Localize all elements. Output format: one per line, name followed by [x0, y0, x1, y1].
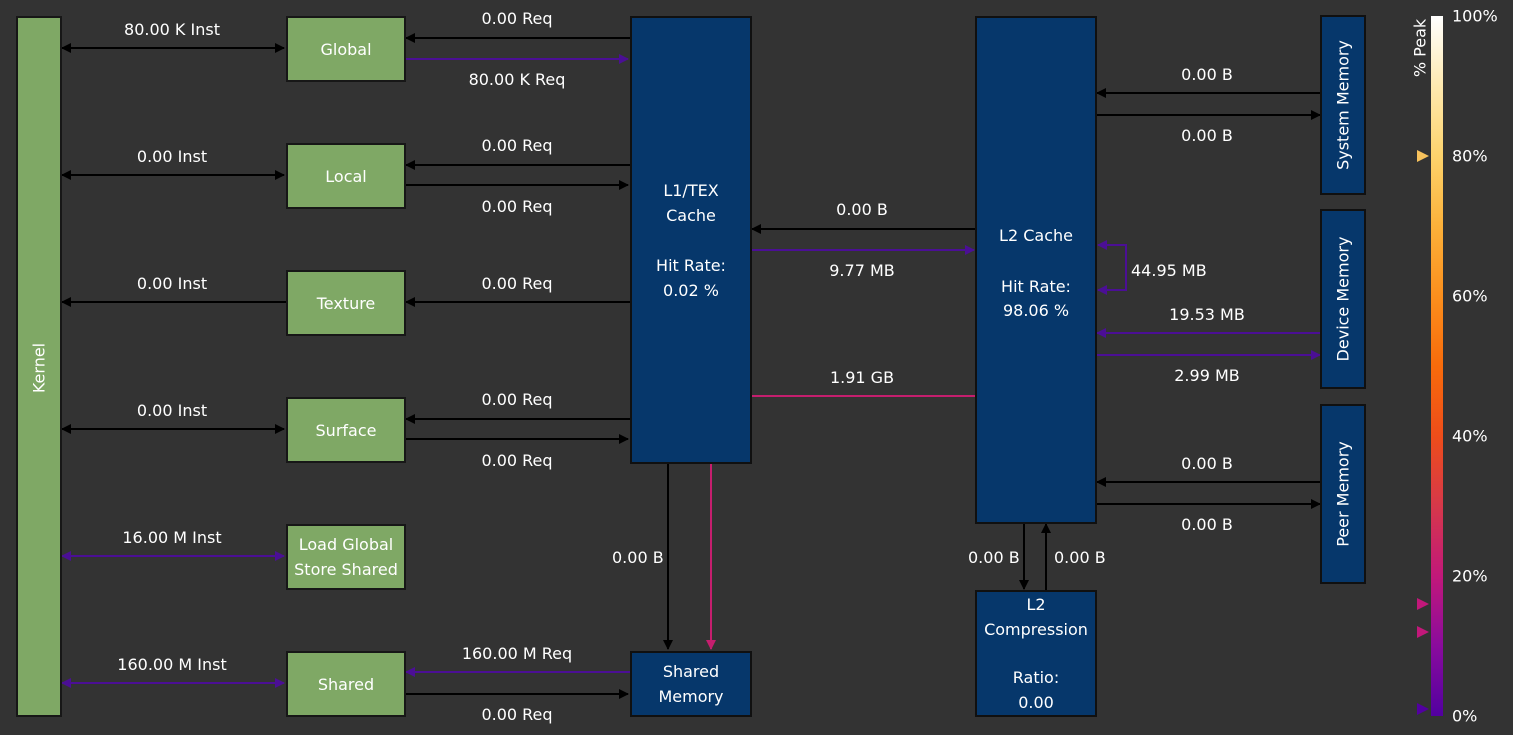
ldgsts-inst-label: 16.00 M Inst	[122, 528, 222, 547]
device-memory-write-label: 2.99 MB	[1174, 366, 1240, 385]
system-memory-read-label: 0.00 B	[1181, 65, 1233, 84]
l1-hit-rate-value: 0.02 %	[663, 280, 719, 300]
texture-req-in-label: 0.00 Req	[481, 274, 553, 293]
peer-memory-write-label: 0.00 B	[1181, 515, 1233, 534]
shared-req-in-label: 160.00 M Req	[461, 644, 573, 663]
legend-tick-0: 0%	[1452, 706, 1478, 726]
peer-memory-block[interactable]: Peer Memory	[1320, 404, 1366, 584]
l1-title-line2: Cache	[666, 205, 716, 225]
shared-label: Shared	[317, 674, 375, 694]
surface-unit[interactable]: Surface	[286, 397, 406, 463]
shared-memory-block[interactable]: Shared Memory	[630, 651, 752, 717]
l2-to-shared-label: 1.91 GB	[829, 368, 895, 387]
shared-unit[interactable]: Shared	[286, 651, 406, 717]
local-inst-label: 0.00 Inst	[136, 147, 208, 166]
device-memory-block[interactable]: Device Memory	[1320, 209, 1366, 389]
l1-hit-rate-label: Hit Rate:	[656, 255, 726, 275]
peer-memory-read-label: 0.00 B	[1181, 454, 1233, 473]
shared-memory-line1: Shared	[662, 662, 720, 681]
l2-hit-rate-value: 98.06 %	[1002, 301, 1070, 320]
compression-down-label: 0.00 B	[968, 548, 1020, 567]
texture-label: Texture	[316, 293, 376, 313]
global-inst-label: 80.00 K Inst	[124, 20, 220, 39]
l1-to-shared-label: 0.00 B	[612, 548, 664, 567]
global-req-in-label: 0.00 Req	[481, 9, 553, 28]
global-label: Global	[320, 39, 372, 59]
surface-req-out-label: 0.00 Req	[481, 451, 553, 470]
peak-colorbar	[1431, 16, 1443, 716]
l2-to-l1-label: 0.00 B	[836, 200, 888, 219]
compression-up-label: 0.00 B	[1054, 548, 1106, 567]
system-memory-block[interactable]: System Memory	[1320, 15, 1366, 195]
l2-compression-ratio-label: Ratio:	[1012, 668, 1060, 687]
surface-req-in-label: 0.00 Req	[481, 390, 553, 409]
legend-tick-100: 100%	[1452, 6, 1498, 26]
l2-loop-wire	[1097, 240, 1127, 295]
system-memory-write-label: 0.00 B	[1181, 126, 1233, 145]
surface-inst-label: 0.00 Inst	[136, 401, 208, 420]
kernel-label: Kernel	[29, 342, 49, 394]
local-label: Local	[325, 166, 367, 186]
shared-inst-label: 160.00 M Inst	[117, 655, 227, 674]
legend-marker-1	[1417, 598, 1429, 610]
l2-compression-ratio-value: 0.00	[1018, 693, 1054, 712]
surface-label: Surface	[315, 420, 377, 440]
device-memory-label: Device Memory	[1333, 236, 1353, 362]
ldgsts-unit[interactable]: Load Global Store Shared	[286, 524, 406, 590]
texture-inst-label: 0.00 Inst	[136, 274, 208, 293]
global-unit[interactable]: Global	[286, 16, 406, 82]
legend-marker-0	[1417, 150, 1429, 162]
legend-tick-20: 20%	[1452, 566, 1488, 586]
global-req-out-label: 80.00 K Req	[468, 70, 566, 89]
l2-compression-block[interactable]: L2 Compression Ratio: 0.00	[975, 590, 1097, 717]
l2-cache[interactable]: L2 Cache Hit Rate: 98.06 %	[975, 16, 1097, 524]
shared-memory-line2: Memory	[658, 687, 724, 706]
legend-markers	[1417, 150, 1429, 715]
l2-compression-line1: L2	[1026, 595, 1046, 614]
local-req-out-label: 0.00 Req	[481, 197, 553, 216]
local-unit[interactable]: Local	[286, 143, 406, 209]
l1-to-l2-label: 9.77 MB	[829, 261, 895, 280]
l2-loop-label: 44.95 MB	[1131, 261, 1207, 280]
l2-compression-line2: Compression	[984, 620, 1088, 639]
legend-tick-60: 60%	[1452, 286, 1488, 306]
l2-hit-rate-label: Hit Rate:	[1001, 277, 1071, 296]
ldgsts-label-line1: Load Global	[298, 535, 394, 554]
device-memory-read-label: 19.53 MB	[1169, 305, 1245, 324]
shared-req-out-label: 0.00 Req	[481, 705, 553, 724]
texture-unit[interactable]: Texture	[286, 270, 406, 336]
l2-title: L2 Cache	[999, 226, 1073, 245]
legend-tick-80: 80%	[1452, 146, 1488, 166]
peer-memory-label: Peer Memory	[1333, 441, 1353, 547]
legend-marker-2	[1417, 626, 1429, 638]
l1-title-line1: L1/TEX	[663, 180, 719, 200]
ldgsts-label-line2: Store Shared	[294, 560, 398, 579]
kernel-block[interactable]: Kernel	[16, 16, 62, 717]
l1-tex-cache[interactable]: L1/TEX Cache Hit Rate: 0.02 %	[630, 16, 752, 464]
local-req-in-label: 0.00 Req	[481, 136, 553, 155]
legend-marker-3	[1417, 703, 1429, 715]
legend-tick-40: 40%	[1452, 426, 1488, 446]
system-memory-label: System Memory	[1333, 40, 1353, 170]
